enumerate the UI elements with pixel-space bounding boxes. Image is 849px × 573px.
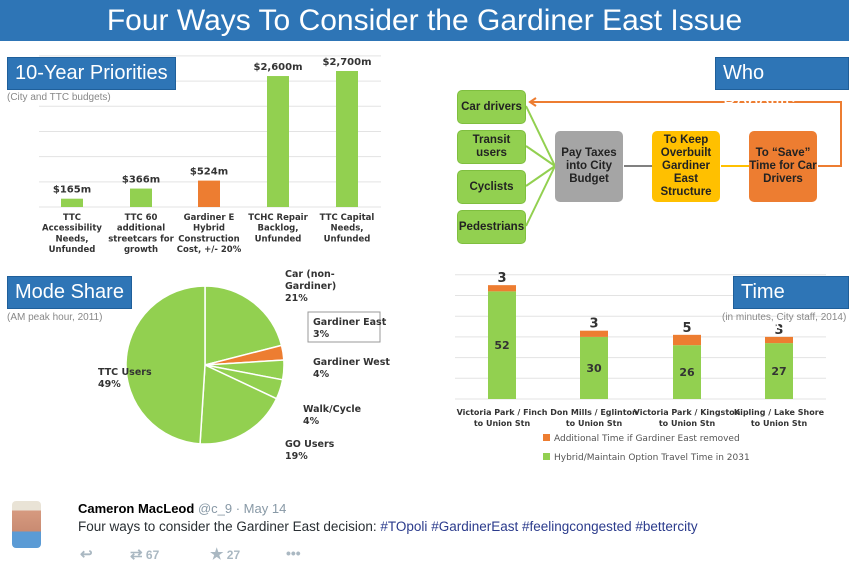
mode-share-subtitle: (AM peak hour, 2011) (7, 312, 103, 323)
category-label: Don Mills / Eglinton (550, 408, 638, 417)
bar-segment-base (488, 291, 516, 399)
data-label: 27 (771, 365, 786, 378)
author-name[interactable]: Cameron MacLeod (78, 501, 195, 516)
avatar[interactable] (12, 501, 41, 548)
data-label: $2,700m (322, 57, 371, 68)
infographic-title: Four Ways To Consider the Gardiner East … (0, 0, 849, 41)
label-box (307, 311, 381, 343)
data-label: 26 (679, 366, 695, 379)
section-title-who-benefits: Who Benefits (715, 57, 849, 115)
tweet-body: Four ways to consider the Gardiner East … (78, 519, 381, 534)
category-label-line2: to Union Stn (566, 419, 623, 428)
star-icon: ★ (210, 546, 224, 563)
data-label: 52 (494, 339, 509, 352)
bar-segment-base (580, 336, 608, 399)
bar-segment-additional (580, 330, 608, 337)
category-label-line2: to Union Stn (751, 419, 808, 428)
data-label: 30 (586, 362, 602, 375)
retweet-count: 67 (145, 548, 160, 562)
author-handle[interactable]: @c_9 (197, 501, 233, 516)
retweet-button[interactable]: ⇄ 67 (130, 545, 159, 563)
tweet-date[interactable]: May 14 (243, 501, 287, 516)
flow-connectors (525, 97, 842, 227)
slice-label: Car (non-Gardiner)21% (285, 269, 336, 304)
section-title-time-saved: Time Saved (733, 276, 849, 334)
hashtag-topoli[interactable]: #TOpoli (380, 519, 428, 534)
bar-segment-additional (488, 285, 516, 292)
data-label: 3 (497, 271, 506, 286)
bar-segment-base (765, 343, 793, 399)
group-cyclists: Cyclists (457, 170, 526, 204)
step-save-time: To “Save” Time for Car Drivers (749, 131, 817, 202)
data-label: $524m (190, 167, 228, 178)
separator: · (232, 501, 244, 516)
data-label: $2,600m (253, 62, 302, 73)
tweet-text: Four ways to consider the Gardiner East … (78, 519, 698, 534)
category-label-line2: to Union Stn (474, 419, 531, 428)
bar (61, 198, 83, 207)
step-pay-taxes: Pay Taxes into City Budget (555, 131, 623, 202)
priorities-subtitle: (City and TTC budgets) (7, 92, 111, 103)
retweet-icon: ⇄ (130, 546, 143, 563)
category-label-line2: to Union Stn (659, 419, 716, 428)
data-label: 5 (682, 321, 691, 336)
tweet: Cameron MacLeod @c_9 · May 14 Four ways … (0, 490, 849, 573)
more-icon[interactable]: ••• (286, 545, 301, 561)
favorite-button[interactable]: ★ 27 (210, 545, 240, 563)
data-label: $165m (53, 185, 91, 196)
hashtag-gardinereast[interactable]: #GardinerEast (431, 519, 519, 534)
favorite-count: 27 (226, 548, 241, 562)
pie-slice (199, 363, 278, 445)
bar-segment-additional (765, 336, 793, 344)
group-pedestrians: Pedestrians (457, 210, 526, 244)
legend-label: Additional Time if Gardiner East removed (554, 434, 740, 444)
pie-slice (125, 285, 206, 445)
bar (267, 76, 289, 207)
pie-slice (204, 285, 283, 366)
legend-swatch (543, 434, 550, 441)
bar-segment-additional (673, 334, 701, 346)
data-label: 3 (774, 323, 783, 338)
data-label: $366m (122, 175, 160, 186)
category-label: Victoria Park / Finch (457, 408, 548, 417)
legend-swatch (543, 453, 550, 460)
time-saved-subtitle: (in minutes, City staff, 2014) (722, 312, 847, 323)
bar (336, 71, 358, 207)
hashtag-feelingcongested[interactable]: #feelingcongested (522, 519, 632, 534)
category-label: Victoria Park / Kingston (634, 408, 741, 417)
tweet-header: Cameron MacLeod @c_9 · May 14 (78, 501, 286, 516)
group-car-drivers: Car drivers (457, 90, 526, 124)
bar (130, 188, 152, 207)
bar-segment-base (673, 345, 701, 399)
reply-icon[interactable]: ↩ (80, 546, 93, 563)
section-title-mode-share: Mode Share (7, 276, 132, 309)
step-keep-structure: To Keep Overbuilt Gardiner East Structur… (652, 131, 720, 202)
hashtag-bettercity[interactable]: #bettercity (635, 519, 698, 534)
bar (198, 180, 220, 207)
legend-label: Hybrid/Maintain Option Travel Time in 20… (554, 453, 750, 463)
category-label: Kipling / Lake Shore (734, 408, 825, 417)
data-label: 3 (589, 317, 598, 332)
group-transit-users: Transit users (457, 130, 526, 164)
section-title-priorities: 10-Year Priorities (7, 57, 176, 90)
